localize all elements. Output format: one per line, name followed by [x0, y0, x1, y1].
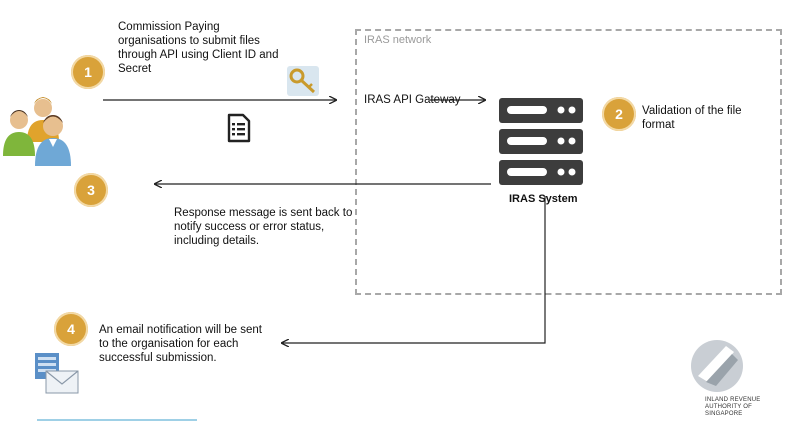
- step-1-text: Commission Paying organisations to submi…: [118, 21, 279, 75]
- users-icon: [3, 97, 71, 166]
- iras-system-label: IRAS System: [509, 193, 578, 205]
- step-3-badge: 3: [74, 173, 108, 207]
- key-icon: [287, 66, 319, 96]
- server-icon: [499, 98, 583, 185]
- iras-network-region: [355, 29, 782, 295]
- iras-logo-icon: [691, 340, 743, 392]
- iras-logo-text: INLAND REVENUE AUTHORITY OF SINGAPORE: [705, 397, 761, 417]
- step-3-text: Response message is sent back to notify …: [174, 207, 353, 247]
- step-1-badge: 1: [71, 55, 105, 89]
- api-gateway-label: IRAS API Gateway: [364, 94, 461, 106]
- step-2-text: Validation of the file format: [642, 105, 742, 131]
- step-2-badge: 2: [602, 97, 636, 131]
- step-4-text: An email notification will be sent to th…: [99, 324, 262, 364]
- footer-divider: [37, 419, 197, 421]
- email-icon: [35, 353, 79, 394]
- iras-network-label: IRAS network: [364, 34, 432, 46]
- document-icon: [227, 113, 251, 143]
- email-connector: [282, 196, 546, 343]
- iras-system-server: [491, 94, 590, 192]
- step-4-badge: 4: [54, 312, 88, 346]
